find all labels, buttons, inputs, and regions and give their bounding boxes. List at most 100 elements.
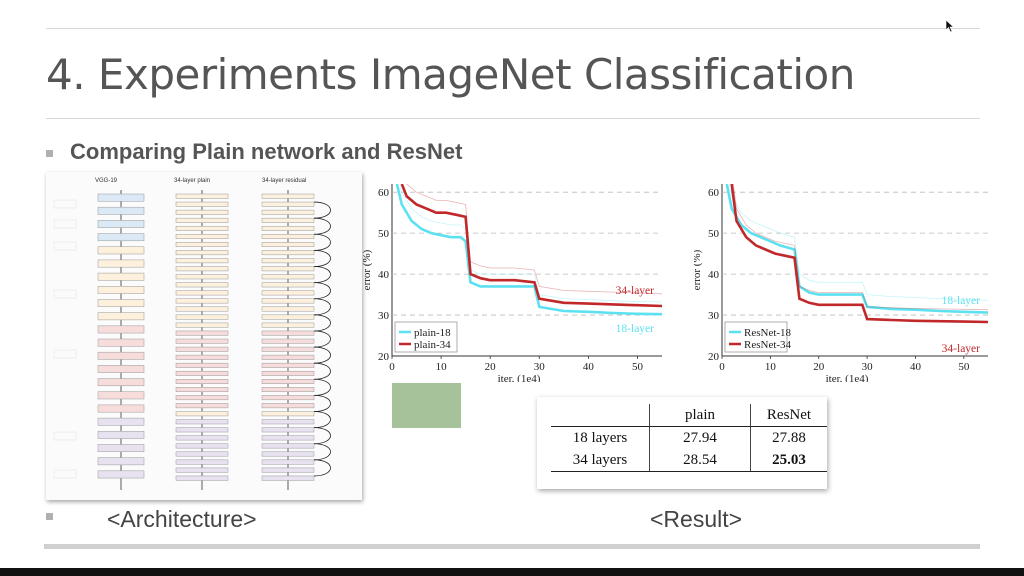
table-row: 18 layers 27.94 27.88: [551, 426, 827, 449]
arch-layer-block: [261, 427, 315, 433]
arch-shortcut-arrow: [313, 217, 331, 235]
arch-layer-block: [261, 330, 315, 336]
table-row: 34 layers 28.54 25.03: [551, 449, 827, 472]
table-cell: 34 layers: [551, 449, 650, 472]
arch-layer-block: [97, 391, 145, 400]
arch-layer-block: [261, 234, 315, 239]
y-tick-label: 20: [378, 351, 390, 363]
arch-layer-block: [261, 338, 315, 344]
arch-layer-block: [261, 266, 315, 272]
arch-layer-block: [175, 435, 229, 441]
arch-shortcut-arrow: [313, 314, 331, 332]
legend-box: [724, 321, 788, 353]
arch-layer-block: [175, 330, 229, 336]
arch-layer-block: [261, 209, 315, 215]
arch-layer-block: [97, 444, 145, 452]
x-tick-label: 50: [958, 361, 970, 373]
title-rule: [46, 118, 980, 119]
arch-layer-block: [175, 201, 229, 207]
arch-size-note: [53, 289, 77, 299]
arch-col-title: VGG-19: [95, 178, 118, 184]
table-header-cell: [551, 404, 650, 427]
arch-layer-block: [97, 457, 145, 466]
y-tick-label: 40: [378, 269, 390, 281]
legend-label: ResNet-18: [744, 327, 792, 339]
arch-shortcut-arrow: [313, 249, 331, 267]
table-cell: 28.54: [649, 449, 751, 472]
arch-layer-block: [261, 217, 315, 223]
arch-size-note: [53, 199, 77, 209]
arch-size-note: [53, 219, 77, 229]
arch-layer-block: [175, 370, 229, 376]
series-line: [730, 184, 988, 324]
table-header-cell: ResNet: [750, 404, 827, 427]
arch-layer-block: [261, 306, 315, 312]
top-rule: [46, 28, 980, 29]
arch-layer-block: [261, 298, 315, 304]
table-cell: 27.94: [649, 426, 751, 449]
arch-layer-block: [175, 209, 229, 215]
arch-size-note: [53, 349, 77, 359]
arch-layer-block: [97, 351, 145, 360]
arch-layer-block: [175, 234, 229, 239]
y-tick-label: 20: [708, 351, 720, 363]
arch-col-title: 34-layer residual: [262, 178, 307, 184]
legend-label: plain-18: [414, 327, 451, 339]
arch-shortcut-arrow: [313, 378, 331, 396]
arch-layer-block: [175, 346, 229, 352]
arch-layer-block: [97, 365, 145, 373]
slide-subheading: Comparing Plain network and ResNet: [70, 139, 463, 164]
arch-layer-block: [261, 403, 315, 409]
curve-annotation: 18-layer: [942, 295, 980, 307]
arch-layer-block: [261, 475, 315, 481]
arch-layer-block: [97, 404, 145, 413]
arch-layer-block: [261, 370, 315, 376]
x-tick-label: 20: [485, 361, 497, 373]
arch-layer-block: [261, 250, 315, 256]
legend-label: ResNet-34: [744, 339, 792, 351]
x-tick-label: 40: [910, 361, 922, 373]
series-train-curve: [728, 184, 988, 301]
arch-layer-block: [97, 312, 145, 321]
green-swatch: [392, 383, 461, 428]
arch-shortcut-arrow: [313, 411, 331, 429]
arch-layer-block: [175, 403, 229, 409]
arch-layer-block: [97, 338, 145, 347]
arch-size-note: [53, 469, 77, 479]
arch-shortcut-arrow: [313, 427, 331, 445]
legend-box: [394, 321, 458, 353]
arch-layer-block: [261, 201, 315, 207]
arch-layer-block: [175, 217, 229, 223]
arch-layer-block: [261, 362, 315, 368]
x-tick-label: 50: [632, 361, 644, 373]
table-cell: 25.03: [750, 449, 827, 472]
arch-layer-block: [175, 338, 229, 344]
arch-layer-block: [175, 225, 229, 231]
slide-title: 4. Experiments ImageNet Classification: [46, 50, 855, 99]
y-tick-label: 50: [378, 228, 390, 240]
arch-layer-block: [97, 431, 145, 439]
y-tick-label: 50: [708, 228, 720, 240]
arch-shortcut-arrow: [313, 298, 331, 316]
arch-layer-block: [175, 242, 229, 248]
x-tick-label: 0: [389, 361, 395, 373]
arch-layer-block: [261, 451, 315, 457]
arch-layer-block: [261, 467, 315, 473]
y-tick-label: 40: [708, 269, 720, 281]
arch-layer-block: [97, 272, 145, 281]
x-axis-label: iter. (1e4): [498, 373, 541, 382]
x-tick-label: 10: [436, 361, 448, 373]
arch-layer-block: [175, 354, 229, 360]
bottom-bar: [0, 568, 1024, 576]
arch-layer-block: [175, 411, 229, 417]
arch-layer-block: [97, 325, 145, 334]
arch-layer-block: [97, 299, 145, 307]
series-train-curve: [406, 184, 662, 295]
arch-size-note: [53, 241, 77, 251]
arch-layer-block: [175, 443, 229, 449]
arch-layer-block: [261, 435, 315, 441]
arch-shortcut-arrow: [313, 201, 331, 219]
arch-layer-block: [261, 379, 315, 384]
arch-layer-block: [261, 314, 315, 320]
arch-layer-block: [97, 378, 145, 387]
